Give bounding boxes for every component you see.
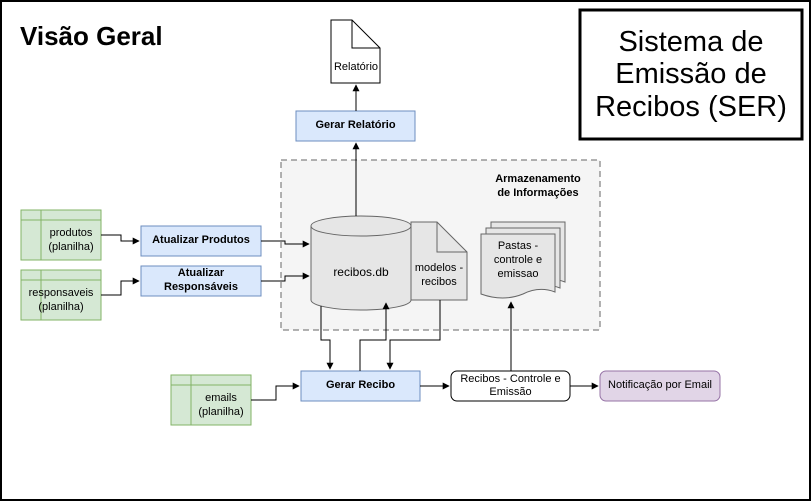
update-products-box	[140, 225, 262, 257]
database-label: recibos.db	[333, 264, 389, 279]
emails-sheet-label: emails (planilha)	[198, 392, 244, 418]
system-title: Sistema de Emissão de Recibos (SER)	[595, 25, 787, 123]
update-products-label: Atualizar Produtos	[152, 234, 250, 247]
products-sheet-shape	[20, 209, 102, 261]
templates-label: modelos - recibos	[414, 262, 464, 288]
templates-document-shape	[410, 221, 468, 301]
report-document-shape	[330, 19, 381, 84]
database-cylinder	[310, 215, 412, 311]
products-sheet-label: produtos (planilha)	[48, 227, 94, 253]
folders-label: Pastas - controle e emissao	[493, 240, 543, 280]
page-heading: Visão Geral	[20, 20, 163, 51]
generate-receipt-label: Gerar Recibo	[325, 379, 396, 392]
report-document-label: Relatório	[333, 61, 379, 74]
responsibles-sheet-label: responsaveis (planilha)	[28, 287, 94, 313]
update-responsibles-box	[140, 265, 262, 297]
receipt-control-label: Recibos - Controle e Emissão	[460, 372, 561, 398]
system-title-box	[578, 8, 804, 141]
responsibles-sheet-shape	[20, 269, 102, 321]
email-notification-label: Notificação por Email	[608, 379, 712, 392]
generate-report-label: Gerar Relatório	[315, 119, 396, 132]
generate-report-box	[295, 110, 416, 142]
folders-multidoc	[480, 221, 566, 299]
storage-label: Armazenamento de Informações	[495, 173, 581, 199]
update-responsibles-label: Atualizar Responsáveis	[164, 267, 238, 293]
email-notification-box	[599, 370, 721, 402]
connectors	[101, 84, 599, 401]
